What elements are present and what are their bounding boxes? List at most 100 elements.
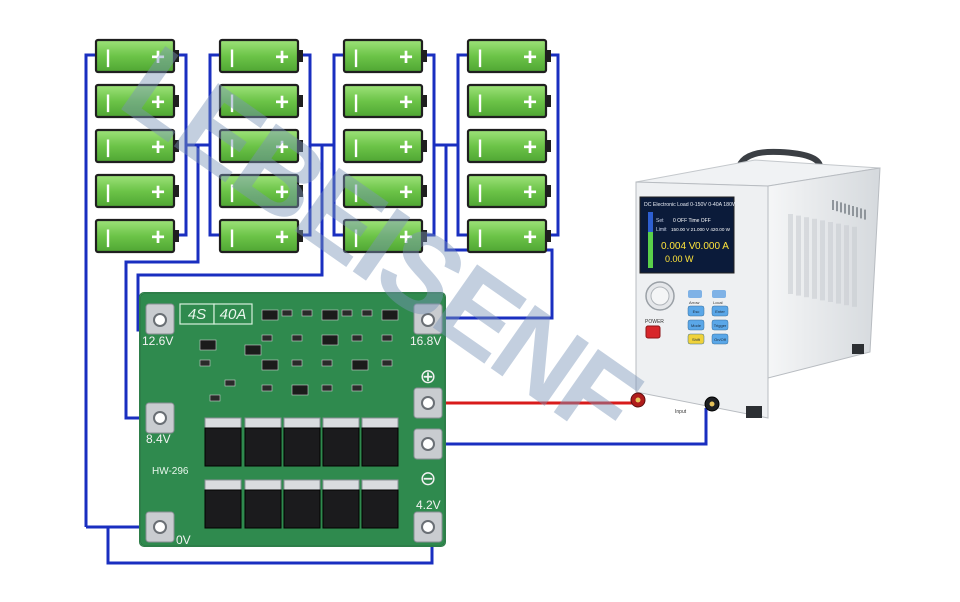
vent-slot: [828, 222, 833, 302]
battery-neg-mark: |: [229, 47, 234, 67]
wire-84v-lead: [124, 145, 200, 420]
battery-cell: |+: [218, 38, 303, 74]
label-42v: 4.2V: [416, 498, 441, 512]
mosfet: [244, 417, 282, 467]
mosfet: [361, 479, 399, 529]
load-button-enter[interactable]: Enter: [711, 305, 729, 317]
battery-neg-mark: |: [229, 182, 234, 202]
vent-slot: [848, 204, 850, 215]
battery-cell: |+: [342, 173, 427, 209]
label-0v: 0V: [176, 533, 191, 547]
load-button-shift[interactable]: Shift: [687, 333, 705, 345]
smd-part: [321, 359, 333, 367]
power-label: POWER: [645, 319, 664, 325]
load-button-trigger[interactable]: Trigger: [711, 319, 729, 331]
bms-title-4s: 4S: [188, 306, 206, 323]
terminal-168v: [413, 303, 443, 335]
battery-neg-mark: |: [353, 137, 358, 157]
load-button-esc[interactable]: Esc: [687, 305, 705, 317]
terminal-bms-minus: [413, 428, 443, 460]
mosfet: [283, 417, 321, 467]
battery-array: |+|+|+|+|+|+|+|+|+|+|+|+|+|+|+|+|+|+|+|+: [94, 38, 551, 254]
load-button-on-off[interactable]: On/Off: [711, 333, 729, 345]
vent-slot: [796, 215, 801, 296]
battery-pos-mark: +: [275, 179, 289, 206]
label-84v: 8.4V: [146, 432, 171, 446]
battery-pos-mark: +: [275, 134, 289, 161]
bms-title-40a: 40A: [220, 306, 247, 323]
wire-168v-lead: [432, 145, 554, 320]
battery-neg-mark: |: [353, 92, 358, 112]
battery-neg-mark: |: [105, 182, 110, 202]
battery-neg-mark: |: [105, 137, 110, 157]
arrow-left-button[interactable]: [688, 290, 702, 298]
label-126v: 12.6V: [142, 334, 173, 348]
smd-part: [261, 359, 279, 371]
battery-pos-mark: +: [151, 134, 165, 161]
vent-slot: [856, 207, 858, 218]
battery-cell: |+: [466, 38, 551, 74]
terminal-84v: [145, 402, 175, 434]
battery-cell: |+: [466, 128, 551, 164]
screen-title: DC Electronic Load 0-150V 0-40A 180W: [644, 202, 737, 208]
battery-pos-mark: +: [523, 224, 537, 251]
battery-pos-mark: +: [275, 224, 289, 251]
battery-cell: |+: [218, 173, 303, 209]
battery-cell: |+: [94, 218, 179, 254]
smd-part: [341, 309, 353, 317]
battery-pos-mark: +: [151, 89, 165, 116]
smd-part: [351, 384, 363, 392]
vent-slot: [832, 200, 834, 210]
mosfet: [322, 479, 360, 529]
smd-part: [351, 359, 369, 371]
power-button[interactable]: [645, 325, 661, 339]
smd-part: [291, 384, 309, 396]
smd-part: [261, 384, 273, 392]
terminal-42v: [413, 511, 443, 543]
screen-power: 0.00 W: [665, 254, 694, 264]
nav-label-local: Local: [713, 300, 723, 305]
battery-pos-mark: +: [399, 134, 413, 161]
load-button-label: Mode: [691, 323, 702, 328]
load-foot: [746, 406, 762, 418]
load-button-label: Enter: [715, 309, 725, 314]
vent-slot: [804, 217, 809, 298]
battery-pos-mark: +: [523, 44, 537, 71]
load-foot: [852, 344, 864, 354]
smd-part: [199, 339, 217, 351]
smd-part: [261, 334, 273, 342]
electronic-load: DC Electronic Load 0-150V 0-40A 180W Set…: [630, 148, 881, 419]
battery-neg-mark: |: [105, 47, 110, 67]
battery-pos-mark: +: [275, 44, 289, 71]
load-button-label: Trigger: [714, 323, 727, 328]
battery-cell: |+: [218, 128, 303, 164]
arrow-right-button[interactable]: [712, 290, 726, 298]
vent-slot: [840, 202, 842, 213]
battery-neg-mark: |: [477, 92, 482, 112]
minus-symbol: ⊖: [420, 468, 437, 490]
screen-current: 0.000 A: [695, 241, 729, 252]
battery-cell: |+: [94, 128, 179, 164]
smd-part: [381, 359, 393, 367]
vent-slot: [836, 223, 841, 304]
battery-cell: |+: [466, 218, 551, 254]
battery-cell: |+: [94, 83, 179, 119]
input-label: Input: [675, 409, 687, 415]
smd-components: [199, 309, 399, 402]
terminal-0v: [145, 511, 175, 543]
screen-voltage: 0.004 V: [661, 241, 696, 252]
load-button-mode[interactable]: Mode: [687, 319, 705, 331]
smd-part: [321, 384, 333, 392]
battery-pos-mark: +: [151, 44, 165, 71]
battery-neg-mark: |: [353, 182, 358, 202]
smd-part: [244, 344, 262, 356]
smd-part: [199, 359, 211, 367]
battery-pos-mark: +: [399, 44, 413, 71]
title-box-40a: [213, 303, 253, 325]
vent-slot: [812, 218, 817, 299]
bms-board: 4S 40A 12.6V 16.8V 8.4V ⊕: [139, 292, 446, 547]
battery-cell: |+: [342, 38, 427, 74]
smd-part: [351, 334, 363, 342]
vent-slot: [844, 203, 846, 214]
